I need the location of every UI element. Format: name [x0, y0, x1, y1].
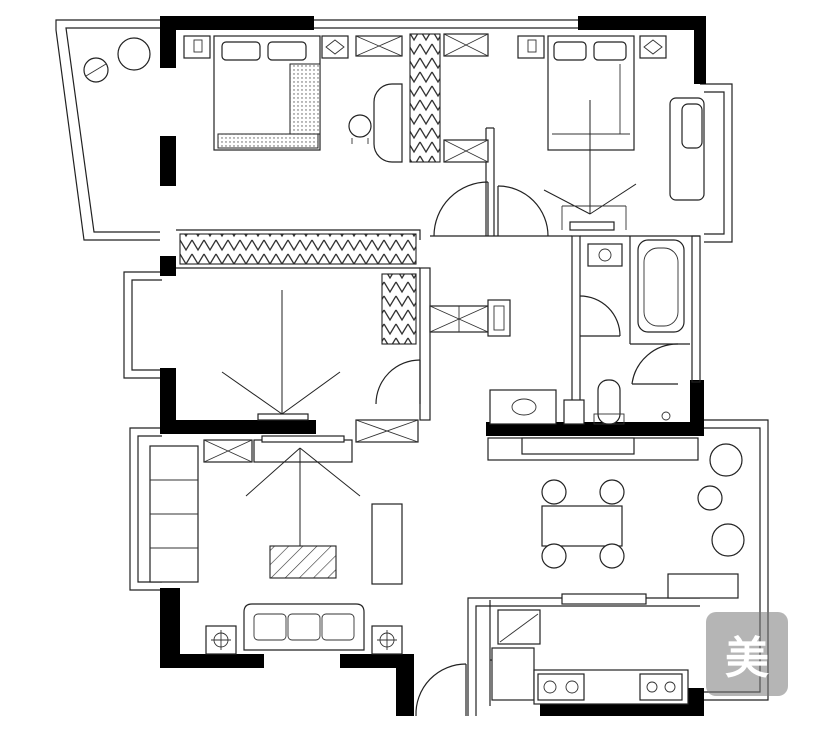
dining-chair	[599, 543, 625, 569]
desk-chair	[348, 114, 372, 138]
side-table	[371, 503, 403, 585]
master-bedroom	[183, 35, 403, 163]
sink	[639, 673, 683, 701]
wardrobe-middle	[409, 33, 489, 163]
kitchen	[491, 593, 689, 705]
walls	[160, 16, 706, 716]
east-bay-window	[700, 83, 733, 243]
dining-chair	[541, 479, 567, 505]
desk	[373, 83, 403, 163]
cushion	[681, 103, 703, 149]
balcony-chair	[117, 37, 151, 71]
basin-small	[587, 243, 623, 267]
balcony-chair	[709, 443, 743, 477]
kitchen-cabinet	[491, 647, 535, 701]
vanity	[489, 389, 557, 425]
dining-chair	[599, 479, 625, 505]
phone-icon	[193, 39, 203, 53]
pillow	[267, 41, 307, 61]
toilet	[597, 379, 621, 425]
bed-blanket	[217, 133, 319, 149]
lamp-icon	[643, 39, 663, 55]
nightstand-left	[183, 35, 211, 59]
dining-area	[487, 437, 745, 599]
pillow	[593, 41, 627, 61]
pillow	[553, 41, 587, 61]
kitchen-shelf	[561, 593, 647, 605]
small-bedroom	[221, 273, 419, 443]
living-room	[149, 435, 403, 655]
nightstand-left	[517, 35, 545, 59]
ceiling-light-bar	[261, 435, 345, 443]
west-bay-window	[123, 271, 162, 379]
bathtub	[637, 239, 685, 333]
corridor-cabinet	[429, 299, 511, 337]
balcony-chair	[711, 523, 745, 557]
sofa	[243, 603, 365, 651]
ceiling-light-bar	[257, 413, 309, 421]
bed-blanket	[289, 63, 321, 135]
coffee-table	[269, 545, 337, 579]
lamp-icon	[325, 39, 345, 55]
balcony-table	[697, 485, 723, 511]
wardrobe	[381, 273, 417, 345]
nightstand-right	[639, 35, 667, 59]
nightstand-right	[321, 35, 349, 59]
watermark-logo: 美	[706, 612, 788, 696]
phone-icon	[527, 39, 537, 53]
dining-table	[541, 505, 623, 547]
ceiling-light-bar	[569, 221, 615, 231]
cabinet	[563, 399, 585, 425]
north-balcony	[55, 19, 160, 241]
stove	[537, 673, 585, 701]
second-bedroom	[517, 35, 705, 231]
bathroom	[489, 239, 685, 425]
counter	[667, 573, 739, 599]
pillow	[221, 41, 261, 61]
walk-in-closet	[179, 233, 417, 265]
dining-chair	[541, 543, 567, 569]
watermark-glyph: 美	[725, 633, 769, 684]
